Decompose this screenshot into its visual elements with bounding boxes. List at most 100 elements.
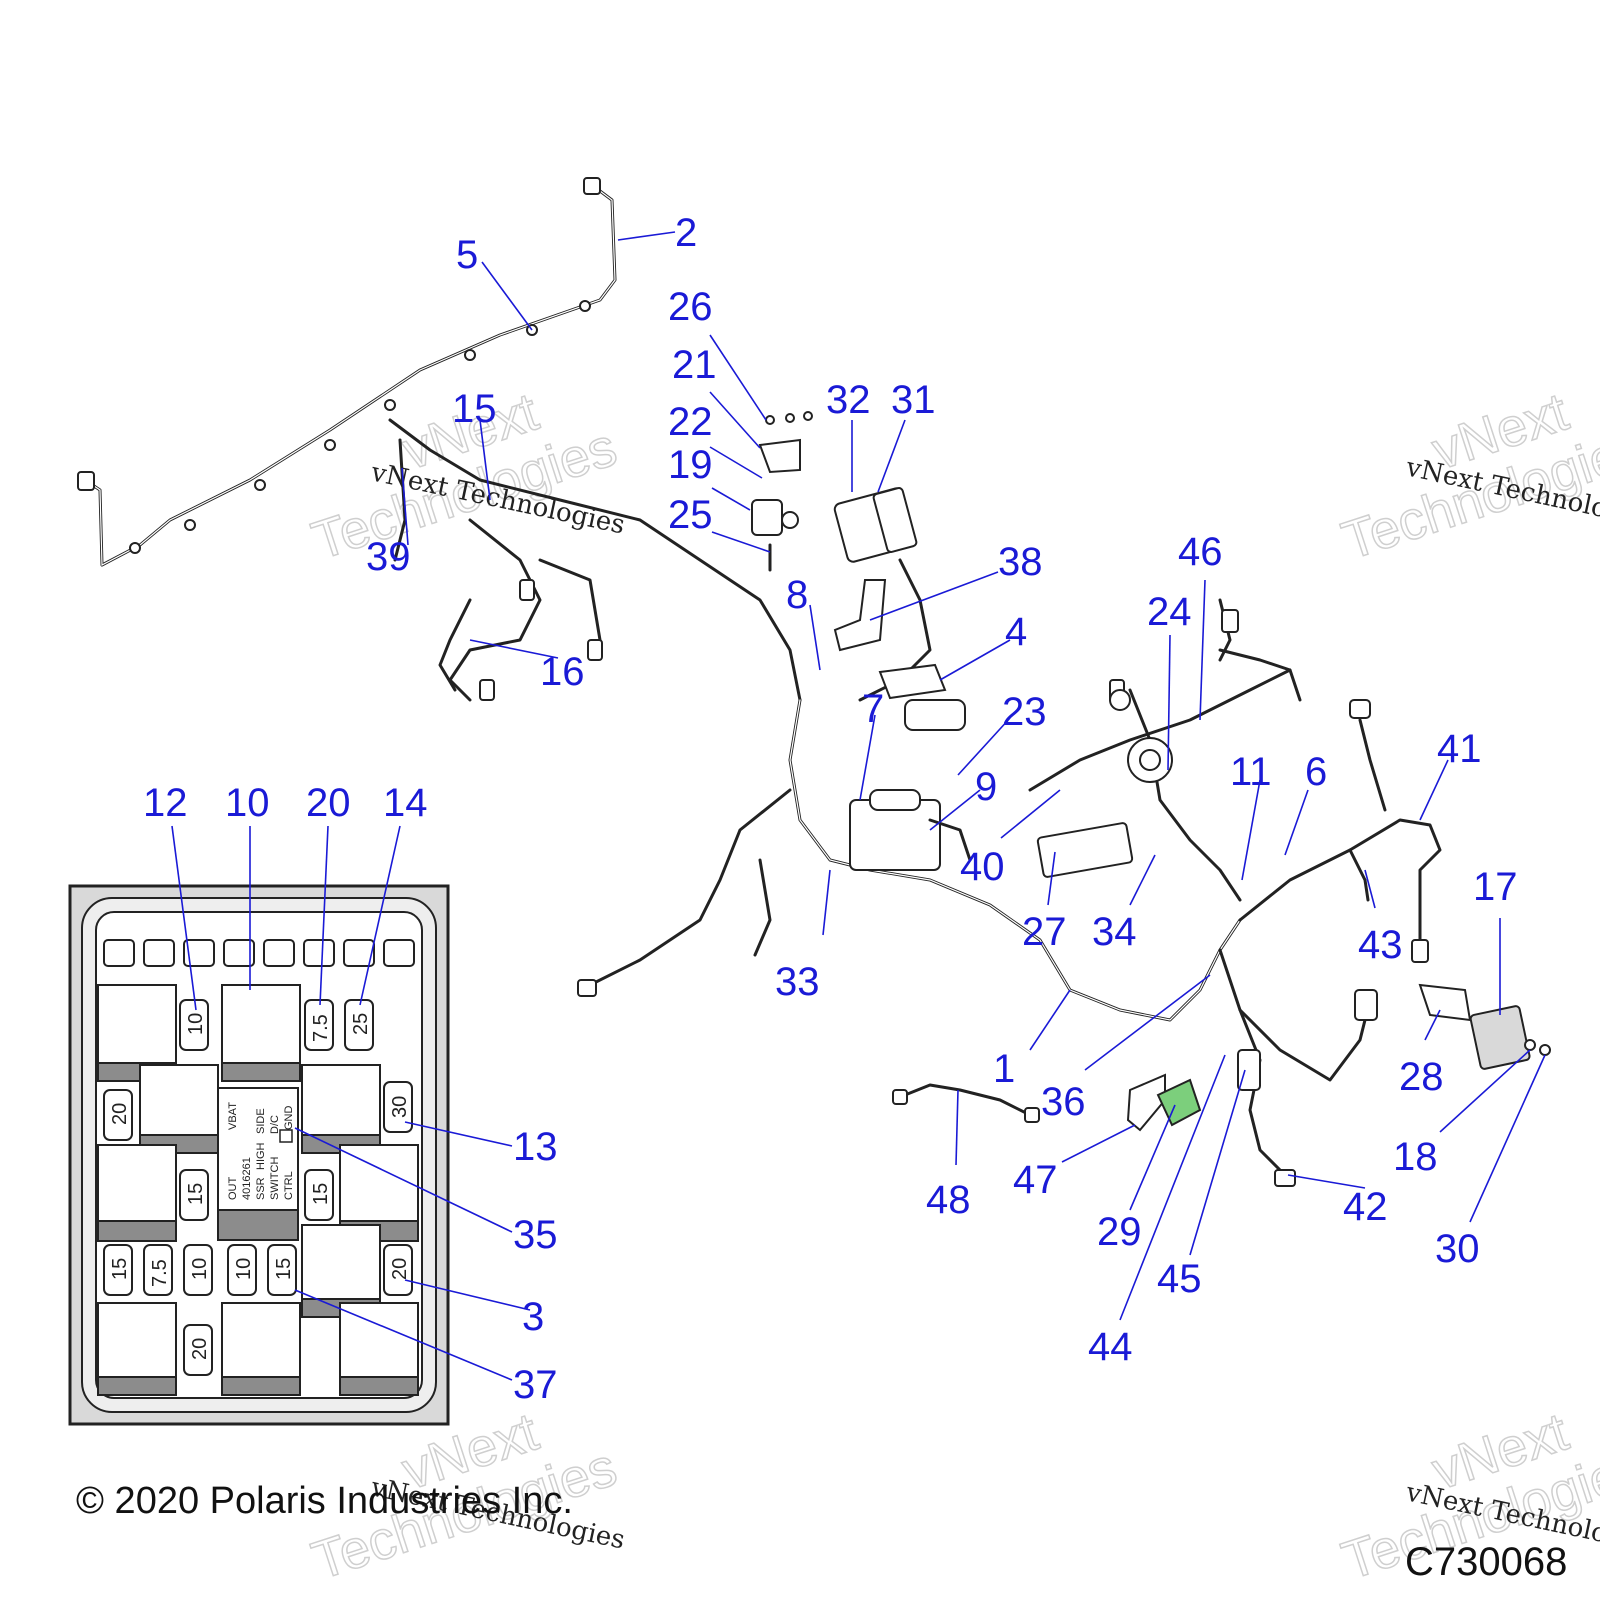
callout-28: 28: [1399, 1055, 1444, 1099]
callout-18: 18: [1393, 1135, 1438, 1179]
right-harness-branch: [1028, 668, 1292, 792]
ssr-part-number: 4016261: [241, 1157, 253, 1200]
ssr-vbat-label: VBAT: [227, 1102, 239, 1130]
callout-14: 14: [383, 781, 428, 825]
fuse-value: 15: [185, 1183, 207, 1205]
ssr-ctrl-label: CTRL: [283, 1171, 295, 1200]
cover-7: [904, 699, 966, 731]
fuse-slot-row: [103, 939, 415, 967]
callout-4: 4: [1005, 610, 1027, 654]
callout-15: 15: [452, 387, 497, 431]
callout-29: 29: [1097, 1210, 1142, 1254]
ssr-ssr-label: SSR: [255, 1177, 267, 1200]
callout-35: 35: [513, 1213, 558, 1257]
callout-7: 7: [862, 687, 884, 731]
fuse-value: 10: [185, 1013, 207, 1035]
fuse-value: 25: [350, 1013, 372, 1035]
relay-blocks: [97, 984, 419, 1396]
diagram-code: C730068: [1405, 1540, 1568, 1584]
relay-19: [751, 499, 783, 536]
ssr-side-label: SIDE: [255, 1108, 267, 1134]
callout-6: 6: [1305, 750, 1327, 794]
fuse-labels: 10 7.5 25 20 30 15 15 20 15 7.5 10 10 15: [103, 999, 413, 1376]
fuse-value: 10: [189, 1258, 211, 1280]
copyright-notice: © 2020 Polaris Industries Inc.: [76, 1480, 573, 1522]
ssr-gnd-label: GND: [283, 1106, 295, 1131]
callout-22: 22: [668, 400, 713, 444]
fuse-value: 15: [109, 1258, 131, 1280]
connector-45: [1237, 1049, 1261, 1091]
fuse-value: 15: [310, 1183, 332, 1205]
ssr-label-block: OUT VBAT 4016261 SSR HIGH SIDE SWITCH D/…: [227, 1102, 295, 1200]
fuse-value: 30: [389, 1096, 411, 1118]
callout-40: 40: [960, 845, 1005, 889]
callout-10: 10: [225, 781, 270, 825]
fuse-holder-27: [1036, 822, 1134, 878]
bracket-47: [1126, 1073, 1166, 1132]
bracket-21: [758, 438, 801, 474]
callout-41: 41: [1437, 727, 1482, 771]
ssr-out-label: OUT: [227, 1177, 239, 1201]
fuse-value: 7.5: [310, 1014, 332, 1042]
callout-39: 39: [366, 535, 411, 579]
callout-38: 38: [998, 540, 1043, 584]
pad-4: [878, 663, 947, 700]
callout-33: 33: [775, 960, 820, 1004]
plate-29: [1156, 1078, 1202, 1127]
callout-32: 32: [826, 378, 871, 422]
callout-44: 44: [1088, 1325, 1133, 1369]
callout-12: 12: [143, 781, 188, 825]
callout-27: 27: [1022, 910, 1067, 954]
callout-34: 34: [1092, 910, 1137, 954]
watermark-group: vNext Technologies vNext Technologies vN…: [304, 381, 1600, 1592]
callout-37: 37: [513, 1363, 558, 1407]
leader-lines: [171, 231, 1546, 1381]
callout-11: 11: [1230, 750, 1272, 794]
connector-icon: [77, 471, 95, 491]
callout-36: 36: [1041, 1080, 1086, 1124]
relay-10: [221, 984, 301, 1064]
connector-icon: [583, 177, 601, 195]
callout-24: 24: [1147, 590, 1192, 634]
fuse-value: 20: [389, 1258, 411, 1280]
callout-16: 16: [540, 650, 585, 694]
fuse-value: 15: [273, 1258, 295, 1280]
callout-21: 21: [672, 343, 717, 387]
callout-labels: 1 2 3 4 5 6 7 8 9 10 11 12 13 14 15 16 1…: [143, 211, 1518, 1407]
callout-23: 23: [1002, 690, 1047, 734]
fuse-box-inset: OUT VBAT 4016261 SSR HIGH SIDE SWITCH D/…: [68, 884, 450, 1426]
ssr-dc-label: D/C: [269, 1115, 281, 1134]
callout-30: 30: [1435, 1227, 1480, 1271]
callout-42: 42: [1343, 1185, 1388, 1229]
ssr-high-label: HIGH: [255, 1142, 267, 1170]
callout-47: 47: [1013, 1158, 1058, 1202]
callout-45: 45: [1157, 1257, 1202, 1301]
fuse-value: 10: [233, 1258, 255, 1280]
callout-2: 2: [675, 211, 697, 255]
bracket-28: [1418, 983, 1472, 1022]
voltage-regulator-17: [1469, 1005, 1531, 1070]
clip-icons: [129, 300, 591, 554]
callout-43: 43: [1358, 923, 1403, 967]
callout-25: 25: [668, 493, 713, 537]
callout-3: 3: [522, 1295, 544, 1339]
fuse-value: 20: [189, 1338, 211, 1360]
harness-artwork: [77, 177, 1551, 1187]
bracket-38: [833, 579, 887, 652]
callout-31: 31: [891, 378, 936, 422]
sensor-48: [903, 1083, 1032, 1117]
callout-17: 17: [1473, 865, 1518, 909]
callout-9: 9: [975, 765, 997, 809]
callout-26: 26: [668, 285, 713, 329]
upper-harness-branch: [388, 418, 802, 702]
ssr-switch-label: SWITCH: [269, 1157, 281, 1200]
callout-8: 8: [786, 573, 808, 617]
callout-46: 46: [1178, 530, 1223, 574]
callout-48: 48: [926, 1178, 971, 1222]
fuse-value: 20: [109, 1103, 131, 1125]
callout-5: 5: [456, 233, 478, 277]
callout-1: 1: [993, 1047, 1015, 1091]
callout-20: 20: [306, 781, 351, 825]
callout-19: 19: [668, 443, 713, 487]
